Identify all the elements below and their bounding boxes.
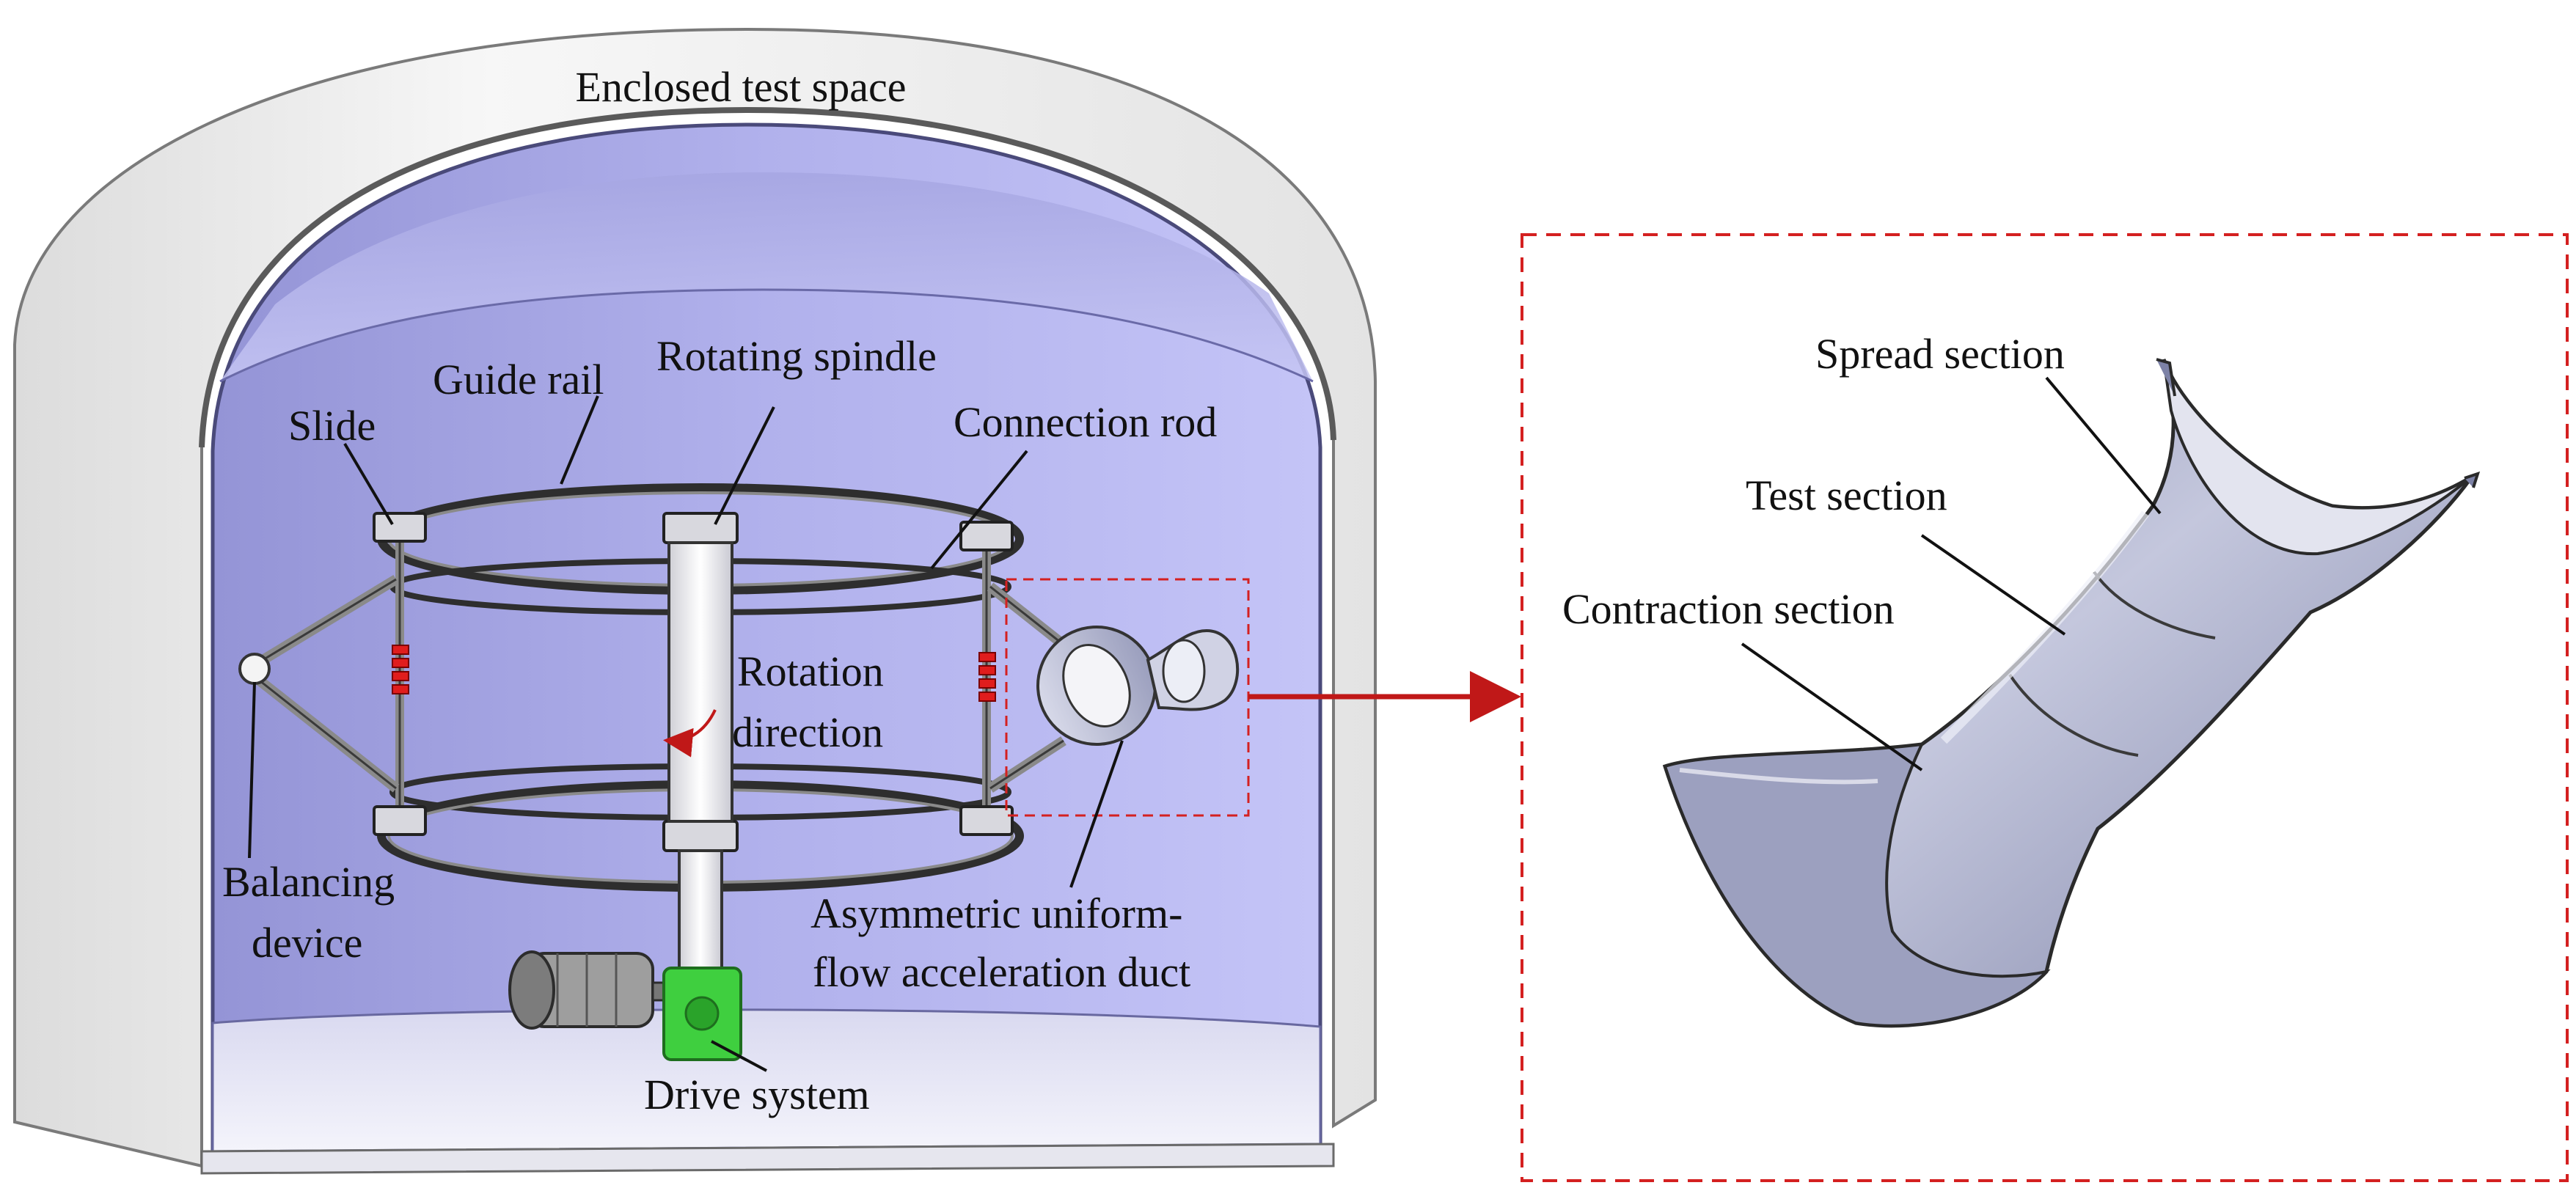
balancing-device — [238, 653, 271, 685]
dampers — [392, 645, 996, 702]
chamber-ceiling — [220, 172, 1313, 381]
leader-lines-left — [248, 395, 1124, 1072]
label-guide-rail: Guide rail — [433, 356, 604, 403]
label-test-section: Test section — [1746, 472, 1947, 519]
label-drive-system: Drive system — [644, 1071, 870, 1118]
slide-top-right — [959, 521, 1014, 551]
enclosed-chamber — [13, 27, 1377, 1175]
duct-detail — [1662, 358, 2481, 1028]
slide-bottom-left — [373, 805, 427, 836]
label-contraction-section: Contraction section — [1562, 585, 1895, 633]
label-connection-rod: Connection rod — [954, 398, 1217, 446]
leader-lines-right — [1741, 376, 2162, 771]
label-duct-1: Asymmetric uniform- — [811, 890, 1182, 937]
label-spread-section: Spread section — [1815, 330, 2065, 378]
label-duct-2: flow acceleration duct — [813, 948, 1190, 996]
label-slide: Slide — [288, 402, 376, 450]
label-rotation-direction-1: Rotation — [737, 648, 884, 695]
duct-small — [1036, 626, 1240, 746]
duct-detail-box — [1521, 233, 2569, 1182]
chamber-shell-edge — [199, 106, 1336, 448]
chamber-floor — [211, 1008, 1322, 1153]
slide-top-left — [373, 512, 427, 543]
label-enclosed-test-space: Enclosed test space — [576, 63, 907, 111]
label-balancing-device-1: Balancing — [222, 858, 395, 906]
label-balancing-device-2: device — [252, 919, 362, 967]
label-rotation-direction-2: direction — [732, 708, 883, 756]
drive-system — [508, 950, 742, 1061]
label-rotating-spindle: Rotating spindle — [656, 332, 937, 380]
slide-bottom-right — [959, 805, 1014, 836]
rotation-direction-arrow — [663, 709, 717, 758]
rotating-spindle — [667, 541, 733, 999]
